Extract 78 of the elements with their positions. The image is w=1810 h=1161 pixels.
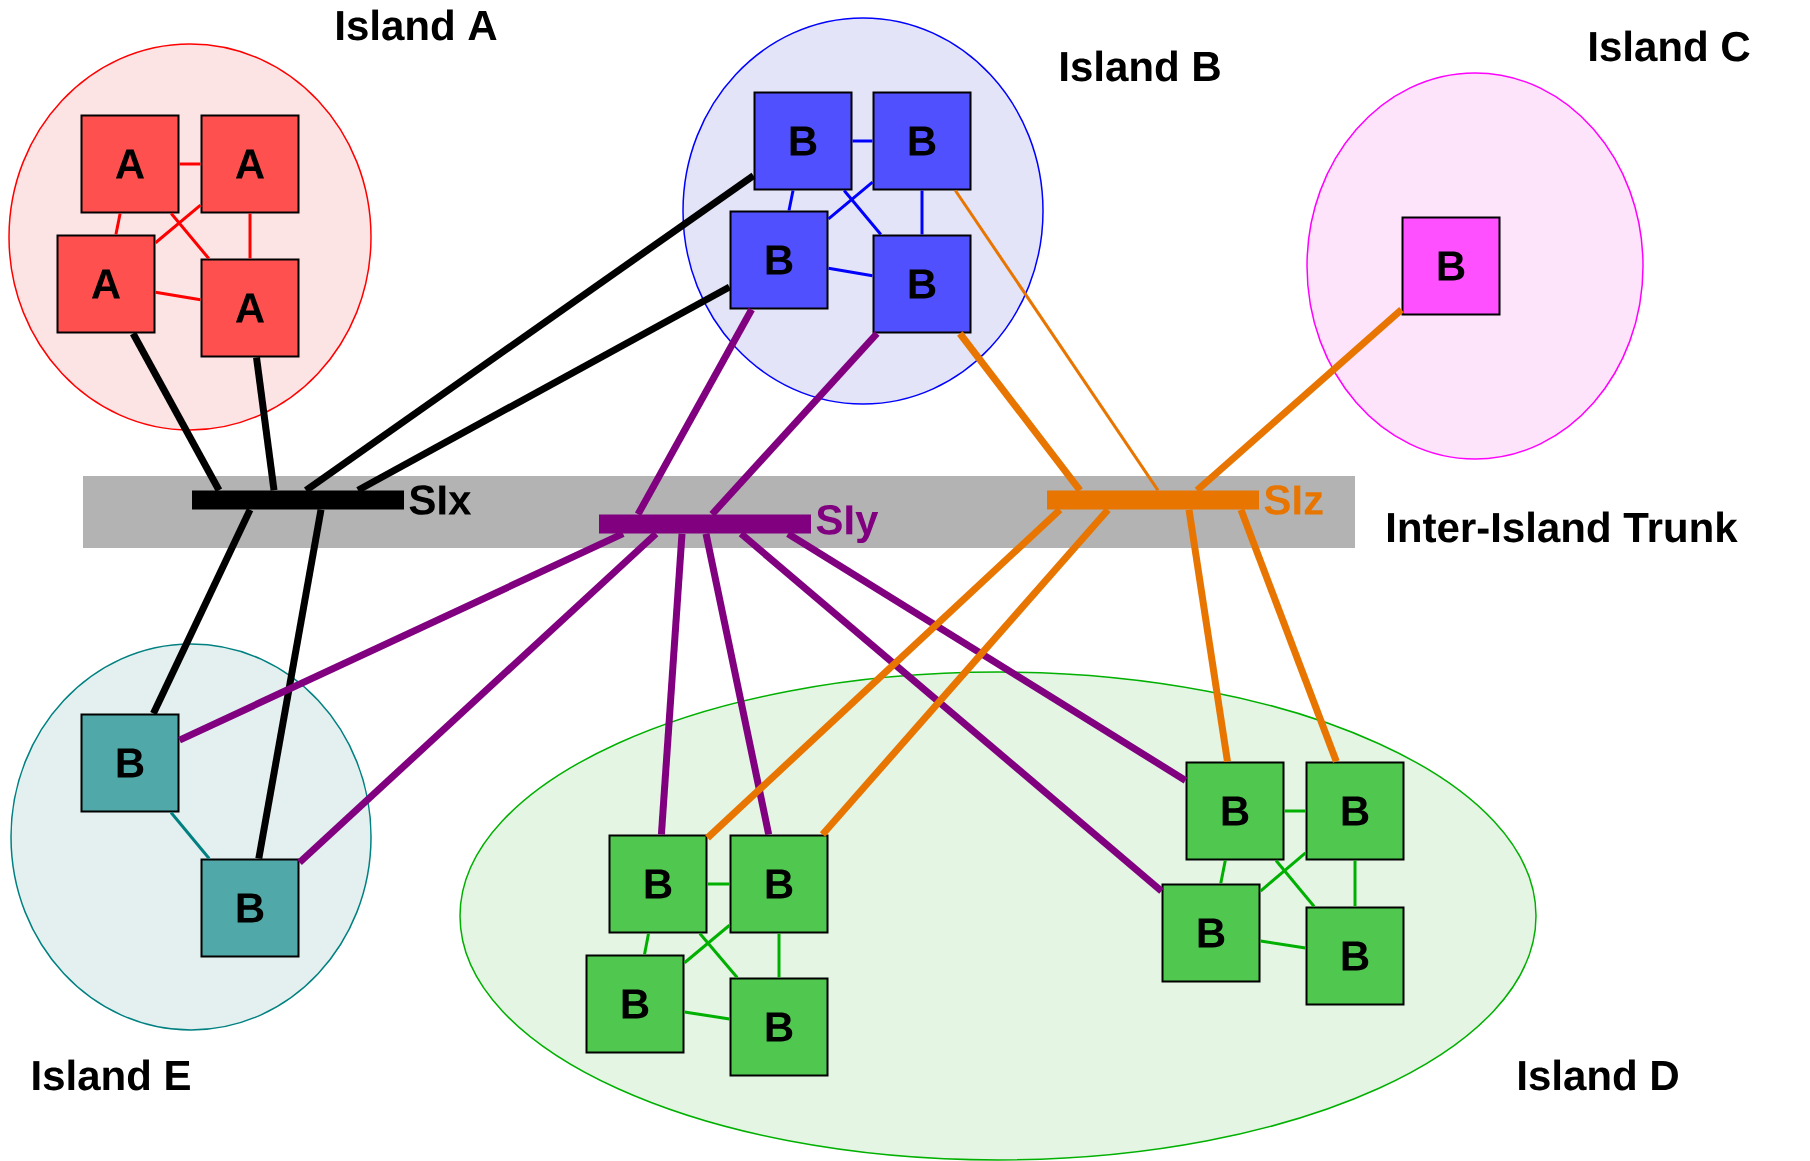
switch-bar	[599, 514, 811, 534]
connector-line	[709, 331, 880, 517]
connector-line	[150, 508, 254, 715]
connector-line	[787, 190, 795, 211]
connector-line	[707, 882, 730, 886]
node-box: B	[753, 91, 853, 191]
node-box: A	[80, 114, 180, 214]
connector-line	[683, 924, 731, 964]
connector-line	[920, 190, 924, 235]
node-box: B	[729, 834, 829, 934]
island-label: Island A	[337, 9, 497, 41]
connector-line	[253, 357, 278, 491]
connector-line	[738, 531, 1164, 894]
connector-line	[698, 932, 739, 979]
node-box: B	[872, 91, 972, 191]
connector-line	[852, 139, 873, 143]
switch-label: SIx	[409, 485, 472, 515]
node-box: B	[608, 834, 708, 934]
connector-line	[1274, 859, 1316, 908]
connector-line	[154, 204, 202, 244]
connector-line	[777, 933, 781, 978]
node-box: B	[729, 210, 829, 310]
node-box: B	[80, 713, 180, 813]
switch-label: SIy	[816, 505, 879, 543]
connector-line	[684, 1010, 730, 1021]
node-box: B	[872, 234, 972, 334]
node-box: B	[1305, 761, 1405, 861]
connector-line	[705, 507, 1063, 841]
connector-line	[155, 290, 201, 302]
connector-line	[657, 533, 686, 835]
node-box: B	[1161, 883, 1261, 983]
connector-line	[179, 162, 201, 166]
connector-line	[828, 266, 873, 278]
switch-label: SIz	[1264, 485, 1323, 515]
node-box: A	[56, 234, 156, 334]
trunk-label: Inter-Island Trunk	[1388, 511, 1738, 543]
island-label: Island D	[1519, 1059, 1678, 1091]
connector-line	[1194, 307, 1404, 493]
node-box: B	[585, 954, 685, 1054]
connector-line	[786, 530, 1188, 784]
connector-line	[1260, 939, 1306, 950]
connector-line	[634, 307, 755, 516]
connector-line	[1259, 851, 1307, 893]
connector-line	[954, 189, 1160, 492]
node-box: B	[1401, 216, 1501, 316]
node-box: B	[200, 858, 300, 958]
connector-line	[1237, 508, 1340, 763]
connector-line	[130, 331, 223, 492]
island-label: Island B	[1061, 50, 1220, 82]
node-box: B	[729, 977, 829, 1077]
connector-line	[1185, 509, 1231, 763]
switch-bar	[1047, 490, 1259, 510]
connector-line	[957, 331, 1083, 493]
connector-line	[114, 213, 122, 235]
connector-line	[1219, 860, 1227, 884]
node-box: B	[1305, 906, 1405, 1006]
connector-line	[356, 283, 732, 494]
connector-line	[178, 530, 625, 744]
island-label: Island E	[33, 1059, 190, 1091]
connector-line	[1284, 809, 1306, 813]
connector-line	[170, 212, 210, 260]
switch-bar	[192, 490, 404, 510]
connector-line	[702, 533, 773, 836]
connector-line	[819, 507, 1111, 837]
connector-line	[248, 213, 252, 259]
island-label: Island C	[1590, 30, 1750, 62]
connector-line	[643, 933, 650, 955]
connector-line	[297, 531, 659, 866]
connector-line	[1353, 860, 1357, 907]
connector-line	[304, 172, 756, 494]
connector-line	[255, 509, 325, 860]
node-box: B	[1185, 761, 1285, 861]
node-box: A	[200, 114, 300, 214]
node-box: A	[200, 258, 300, 358]
island-ellipse	[1306, 72, 1644, 460]
connector-line	[843, 189, 882, 236]
connector-line	[827, 181, 874, 220]
connector-line	[169, 811, 211, 860]
